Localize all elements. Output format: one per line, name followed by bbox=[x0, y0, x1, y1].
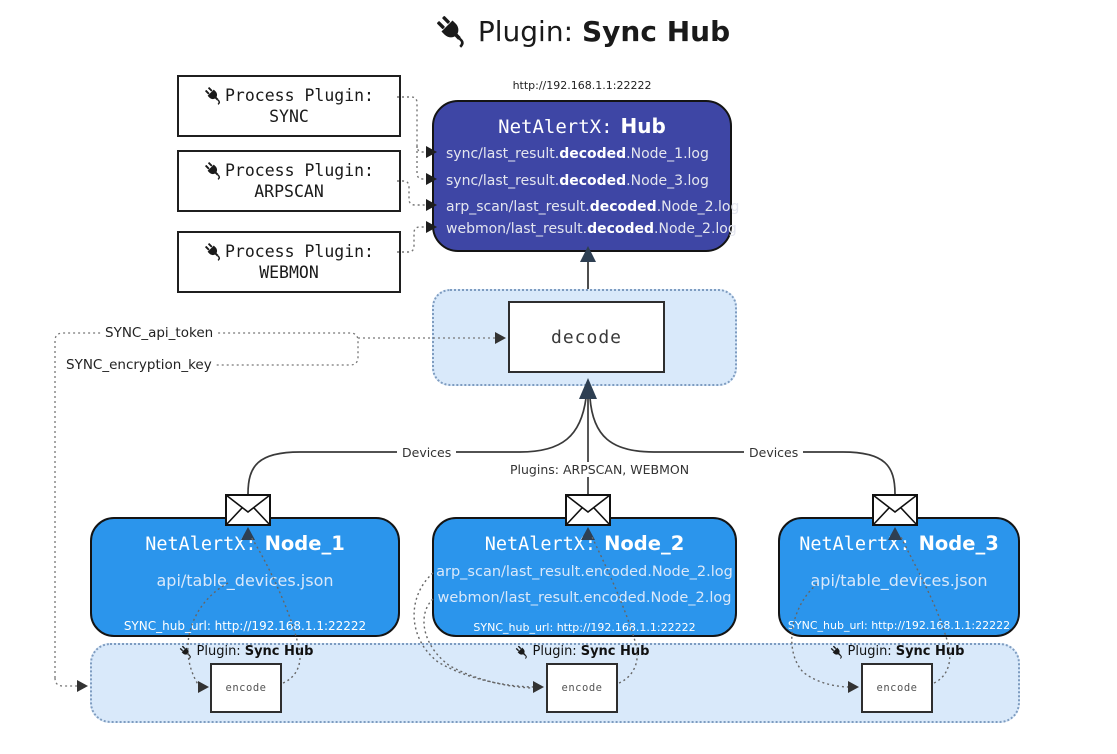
node-3-box: NetAlertX:Node_3 api/table_devices.json … bbox=[778, 517, 1020, 637]
envelope-icon bbox=[872, 494, 918, 526]
node-2-box: NetAlertX:Node_2 arp_scan/last_result.en… bbox=[432, 517, 737, 637]
decode-box: decode bbox=[508, 301, 665, 373]
encode-box: encode bbox=[546, 663, 618, 713]
plug-icon bbox=[205, 243, 220, 261]
edge-label-devices-right: Devices bbox=[744, 445, 804, 460]
setting-sync-encryption-key: SYNC_encryption_key bbox=[62, 357, 216, 373]
band-plugin-label: Plugin:Sync Hub bbox=[487, 644, 677, 659]
process-plugin-name: ARPSCAN bbox=[254, 182, 324, 201]
title-prefix: Plugin: bbox=[477, 14, 574, 48]
hub-title-name: Hub bbox=[620, 114, 666, 138]
band-plugin-label: Plugin:Sync Hub bbox=[151, 644, 341, 659]
node-hub-url: SYNC_hub_url: http://192.168.1.1:22222 bbox=[473, 621, 696, 634]
node-file-line: webmon/last_result.encoded.Node_2.log bbox=[437, 590, 732, 606]
hub-file-line: arp_scan/last_result.decoded.Node_2.log bbox=[446, 199, 740, 215]
hub-file-line: sync/last_result.decoded.Node_1.log bbox=[446, 146, 709, 162]
node-title: NetAlertX:Node_3 bbox=[799, 532, 999, 555]
node-file-line: arp_scan/last_result.encoded.Node_2.log bbox=[436, 564, 733, 580]
encode-box: encode bbox=[861, 663, 933, 713]
band-plugin-label: Plugin:Sync Hub bbox=[802, 644, 992, 659]
edge-label-plugins-center: Plugins: ARPSCAN, WEBMON bbox=[505, 462, 695, 477]
plug-icon bbox=[205, 87, 220, 105]
page-title: Plugin: Sync Hub bbox=[0, 14, 1117, 48]
encode-box: encode bbox=[210, 663, 282, 713]
plug-icon bbox=[179, 645, 191, 659]
process-plugin-name: WEBMON bbox=[259, 263, 319, 282]
hub-box: NetAlertX: Hub sync/last_result.decoded.… bbox=[432, 100, 739, 252]
hub-file-line: sync/last_result.decoded.Node_3.log bbox=[446, 173, 709, 189]
hub-url-label: http://192.168.1.1:22222 bbox=[512, 79, 652, 92]
node-file-line: api/table_devices.json bbox=[156, 571, 334, 590]
plug-icon bbox=[830, 645, 842, 659]
title-name: Sync Hub bbox=[582, 14, 731, 48]
hub-title: NetAlertX: Hub bbox=[434, 114, 730, 138]
node-1-box: NetAlertX:Node_1 api/table_devices.json … bbox=[90, 517, 400, 637]
node-title: NetAlertX:Node_2 bbox=[484, 532, 685, 555]
node-hub-url: SYNC_hub_url: http://192.168.1.1:22222 bbox=[787, 619, 1011, 632]
hub-title-prefix: NetAlertX: bbox=[498, 116, 613, 138]
process-plugin-box-webmon: Process Plugin: WEBMON bbox=[177, 231, 401, 293]
hub-file-line: webmon/last_result.decoded.Node_2.log bbox=[446, 221, 737, 237]
node-title: NetAlertX:Node_1 bbox=[145, 532, 345, 555]
plug-icon bbox=[205, 162, 220, 180]
envelope-icon bbox=[225, 494, 271, 526]
plug-icon bbox=[515, 645, 527, 659]
node-hub-url: SYNC_hub_url: http://192.168.1.1:22222 bbox=[123, 619, 367, 633]
envelope-icon bbox=[565, 494, 611, 526]
process-plugin-name: SYNC bbox=[269, 107, 309, 126]
setting-sync-api-token: SYNC_api_token bbox=[101, 325, 218, 341]
process-plugin-box-sync: Process Plugin: SYNC bbox=[177, 75, 401, 137]
process-plugin-label: Process Plugin: bbox=[224, 86, 374, 105]
node-file-line: api/table_devices.json bbox=[810, 571, 988, 590]
process-plugin-label: Process Plugin: bbox=[224, 161, 374, 180]
plug-icon bbox=[436, 16, 464, 48]
edge-label-devices-left: Devices bbox=[397, 445, 457, 460]
process-plugin-box-arpscan: Process Plugin: ARPSCAN bbox=[177, 150, 401, 212]
process-plugin-label: Process Plugin: bbox=[224, 242, 374, 261]
